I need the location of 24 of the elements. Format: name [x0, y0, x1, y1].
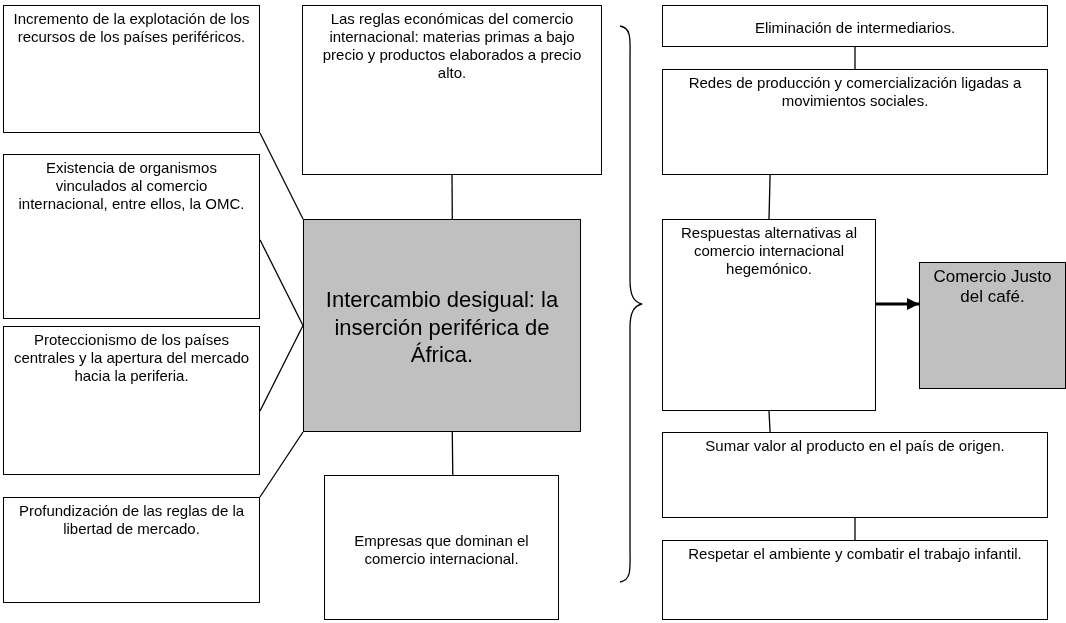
- central-box: Intercambio desigual: la inserción periférica de África.: [303, 219, 581, 432]
- connector-line: [451, 174, 453, 220]
- connector-line: [854, 46, 856, 70]
- text-box: Las reglas económicas del comercio internacional: materias primas a bajo precio y productos elaborados a precio alto.: [302, 5, 602, 175]
- text-box: Sumar valor al producto en el país de origen.: [662, 432, 1048, 518]
- connector-line: [768, 174, 771, 220]
- connector-line: [259, 431, 304, 498]
- text-box: Respuestas alternativas al comercio internacional hegemónico.: [662, 219, 876, 411]
- arrow: [876, 298, 919, 311]
- connector-line: [854, 517, 856, 541]
- connector-line: [768, 410, 771, 433]
- text-box: Redes de producción y comercialización ligadas a movimientos sociales.: [662, 69, 1048, 175]
- connector-line: [259, 132, 304, 220]
- text-box: Comercio Justo del café.: [919, 262, 1066, 389]
- text-box: Incremento de la explotación de los recursos de los países periféricos.: [3, 5, 260, 133]
- text-box: Profundización de las reglas de la libertad de mercado.: [3, 497, 260, 603]
- text-box: Proteccionismo de los países centrales y la apertura del mercado hacia la periferia.: [3, 326, 260, 475]
- text-box: Respetar el ambiente y combatir el trabajo infantil.: [662, 540, 1048, 620]
- connector-line: [259, 239, 304, 327]
- text-box: Existencia de organismos vinculados al comercio internacional, entre ellos, la OMC.: [3, 154, 260, 319]
- connector-line: [259, 324, 304, 412]
- connector-line: [451, 431, 454, 476]
- text-box: Eliminación de intermediarios.: [662, 5, 1048, 47]
- text-box: Empresas que dominan el comercio internacional.: [324, 475, 559, 620]
